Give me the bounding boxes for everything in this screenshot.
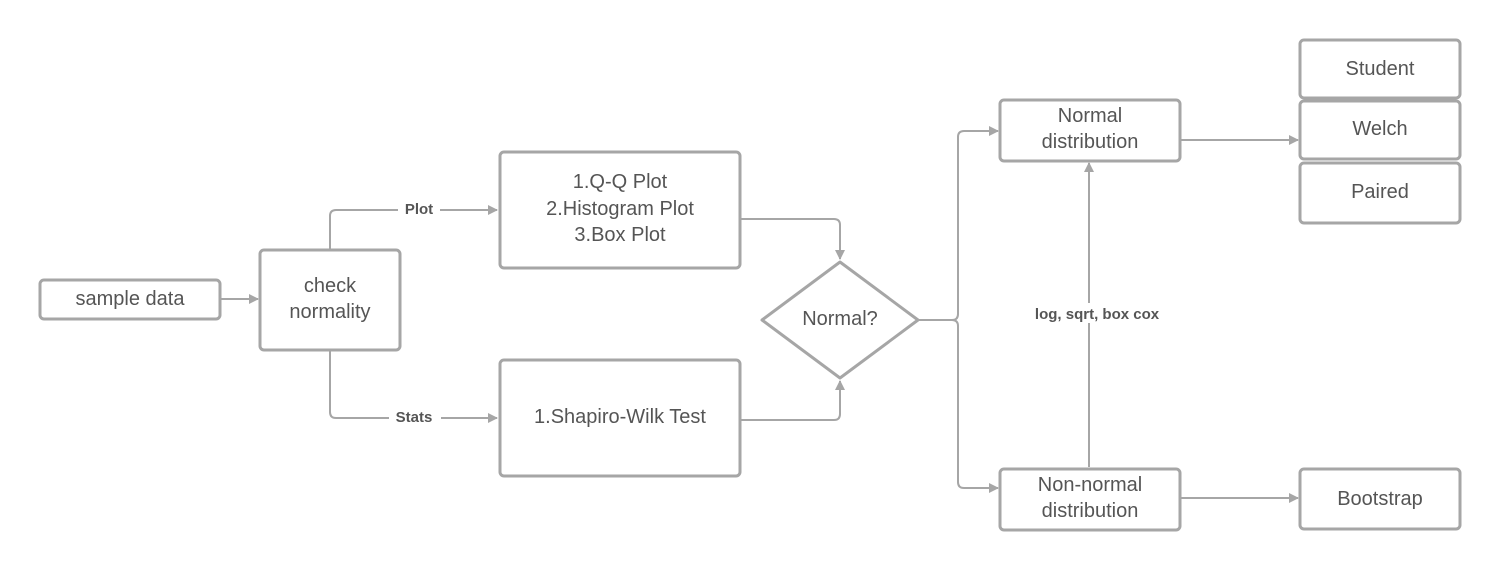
- node-normal-line2: distribution: [1042, 131, 1139, 153]
- node-shapiro-wilk-label: 1.Shapiro-Wilk Test: [534, 406, 706, 428]
- node-decision-label: Normal?: [802, 308, 878, 330]
- node-bootstrap-label: Bootstrap: [1337, 488, 1423, 510]
- node-non-normal-distribution: Non-normal distribution: [998, 467, 1182, 532]
- edge-label-stats: Stats: [389, 408, 441, 426]
- node-paired-label: Paired: [1351, 181, 1409, 203]
- node-check-normality-line1: check: [304, 275, 357, 297]
- edge-label-transform: log, sqrt, box cox: [1027, 303, 1169, 323]
- edge-label-stats-text: Stats: [396, 409, 433, 426]
- node-welch: Welch: [1298, 99, 1462, 161]
- node-check-normality: check normality: [258, 248, 402, 352]
- edge-check-to-shapiro: [329, 350, 498, 423]
- node-shapiro-wilk: 1.Shapiro-Wilk Test: [498, 358, 742, 478]
- node-bootstrap: Bootstrap: [1298, 467, 1462, 531]
- node-sample-data: sample data: [38, 278, 222, 321]
- edge-shapiro-to-decision: [740, 380, 845, 421]
- node-nonnormal-line1: Non-normal: [1038, 474, 1142, 496]
- node-student-label: Student: [1346, 58, 1415, 80]
- node-welch-label: Welch: [1352, 118, 1407, 140]
- node-normal-line1: Normal: [1058, 105, 1122, 127]
- node-nonnormal-line2: distribution: [1042, 500, 1139, 522]
- edge-decision-to-normal: [918, 126, 999, 321]
- node-plots-line3: 3.Box Plot: [574, 224, 666, 246]
- node-normal-distribution: Normal distribution: [998, 98, 1182, 163]
- node-decision: Normal?: [760, 260, 920, 380]
- edge-plots-to-decision: [740, 218, 845, 260]
- edges: [220, 126, 1299, 503]
- node-plots-line2: 2.Histogram Plot: [546, 198, 694, 220]
- node-check-normality-line2: normality: [289, 301, 370, 323]
- node-student: Student: [1298, 38, 1462, 100]
- edge-decision-to-nonnormal: [951, 319, 999, 493]
- edge-label-transform-text: log, sqrt, box cox: [1035, 306, 1160, 323]
- node-paired: Paired: [1298, 161, 1462, 225]
- node-plots: 1.Q-Q Plot 2.Histogram Plot 3.Box Plot: [498, 150, 742, 270]
- node-plots-line1: 1.Q-Q Plot: [573, 171, 668, 193]
- edge-label-plot-text: Plot: [405, 201, 433, 218]
- node-sample-data-label: sample data: [76, 288, 186, 310]
- edge-check-to-plots: [329, 205, 498, 250]
- edge-label-plot: Plot: [398, 200, 440, 218]
